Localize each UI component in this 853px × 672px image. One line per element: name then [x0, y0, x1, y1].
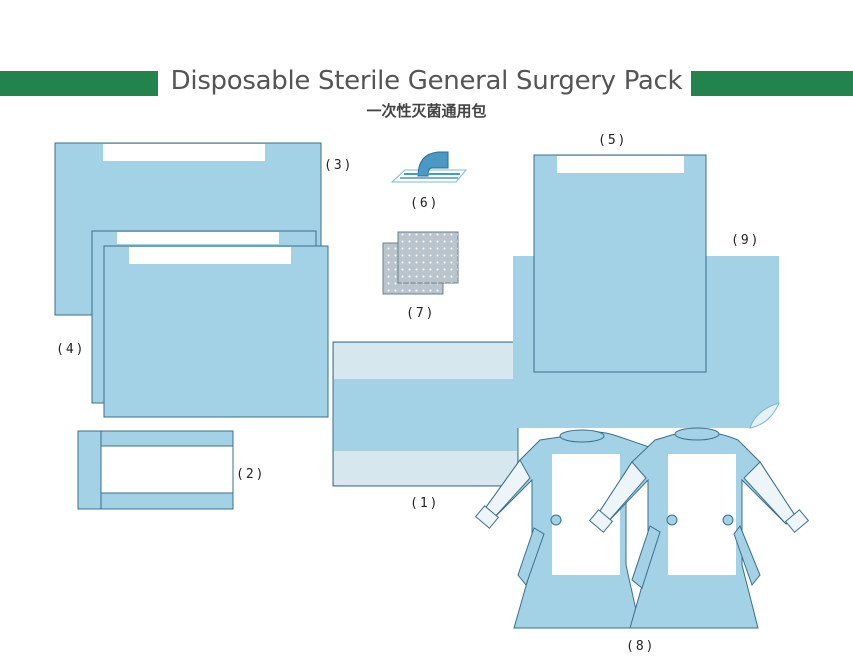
- towel-6: [390, 151, 468, 183]
- item-label-2: (2): [236, 467, 266, 482]
- item-label-9: (9): [731, 233, 761, 248]
- item-label-5: (5): [598, 133, 628, 148]
- item-label-4: (4): [56, 342, 86, 357]
- page-subtitle: 一次性灭菌通用包: [366, 102, 487, 120]
- header-band-left: [0, 71, 158, 96]
- item-label-3: (3): [324, 158, 354, 173]
- item-label-8: (8): [626, 639, 656, 654]
- drape-4: [91, 230, 329, 418]
- page-title: Disposable Sterile General Surgery Pack: [170, 66, 683, 96]
- header-band-right: [691, 71, 853, 96]
- gown-8-right: [588, 427, 810, 629]
- item-label-6: (6): [410, 196, 440, 211]
- drape-2: [77, 430, 234, 510]
- item-label-7: (7): [406, 306, 436, 321]
- gauze-7: [382, 231, 459, 295]
- item-label-1: (1): [410, 496, 440, 511]
- drape-5: [533, 154, 707, 373]
- table-cover-1: [332, 341, 519, 487]
